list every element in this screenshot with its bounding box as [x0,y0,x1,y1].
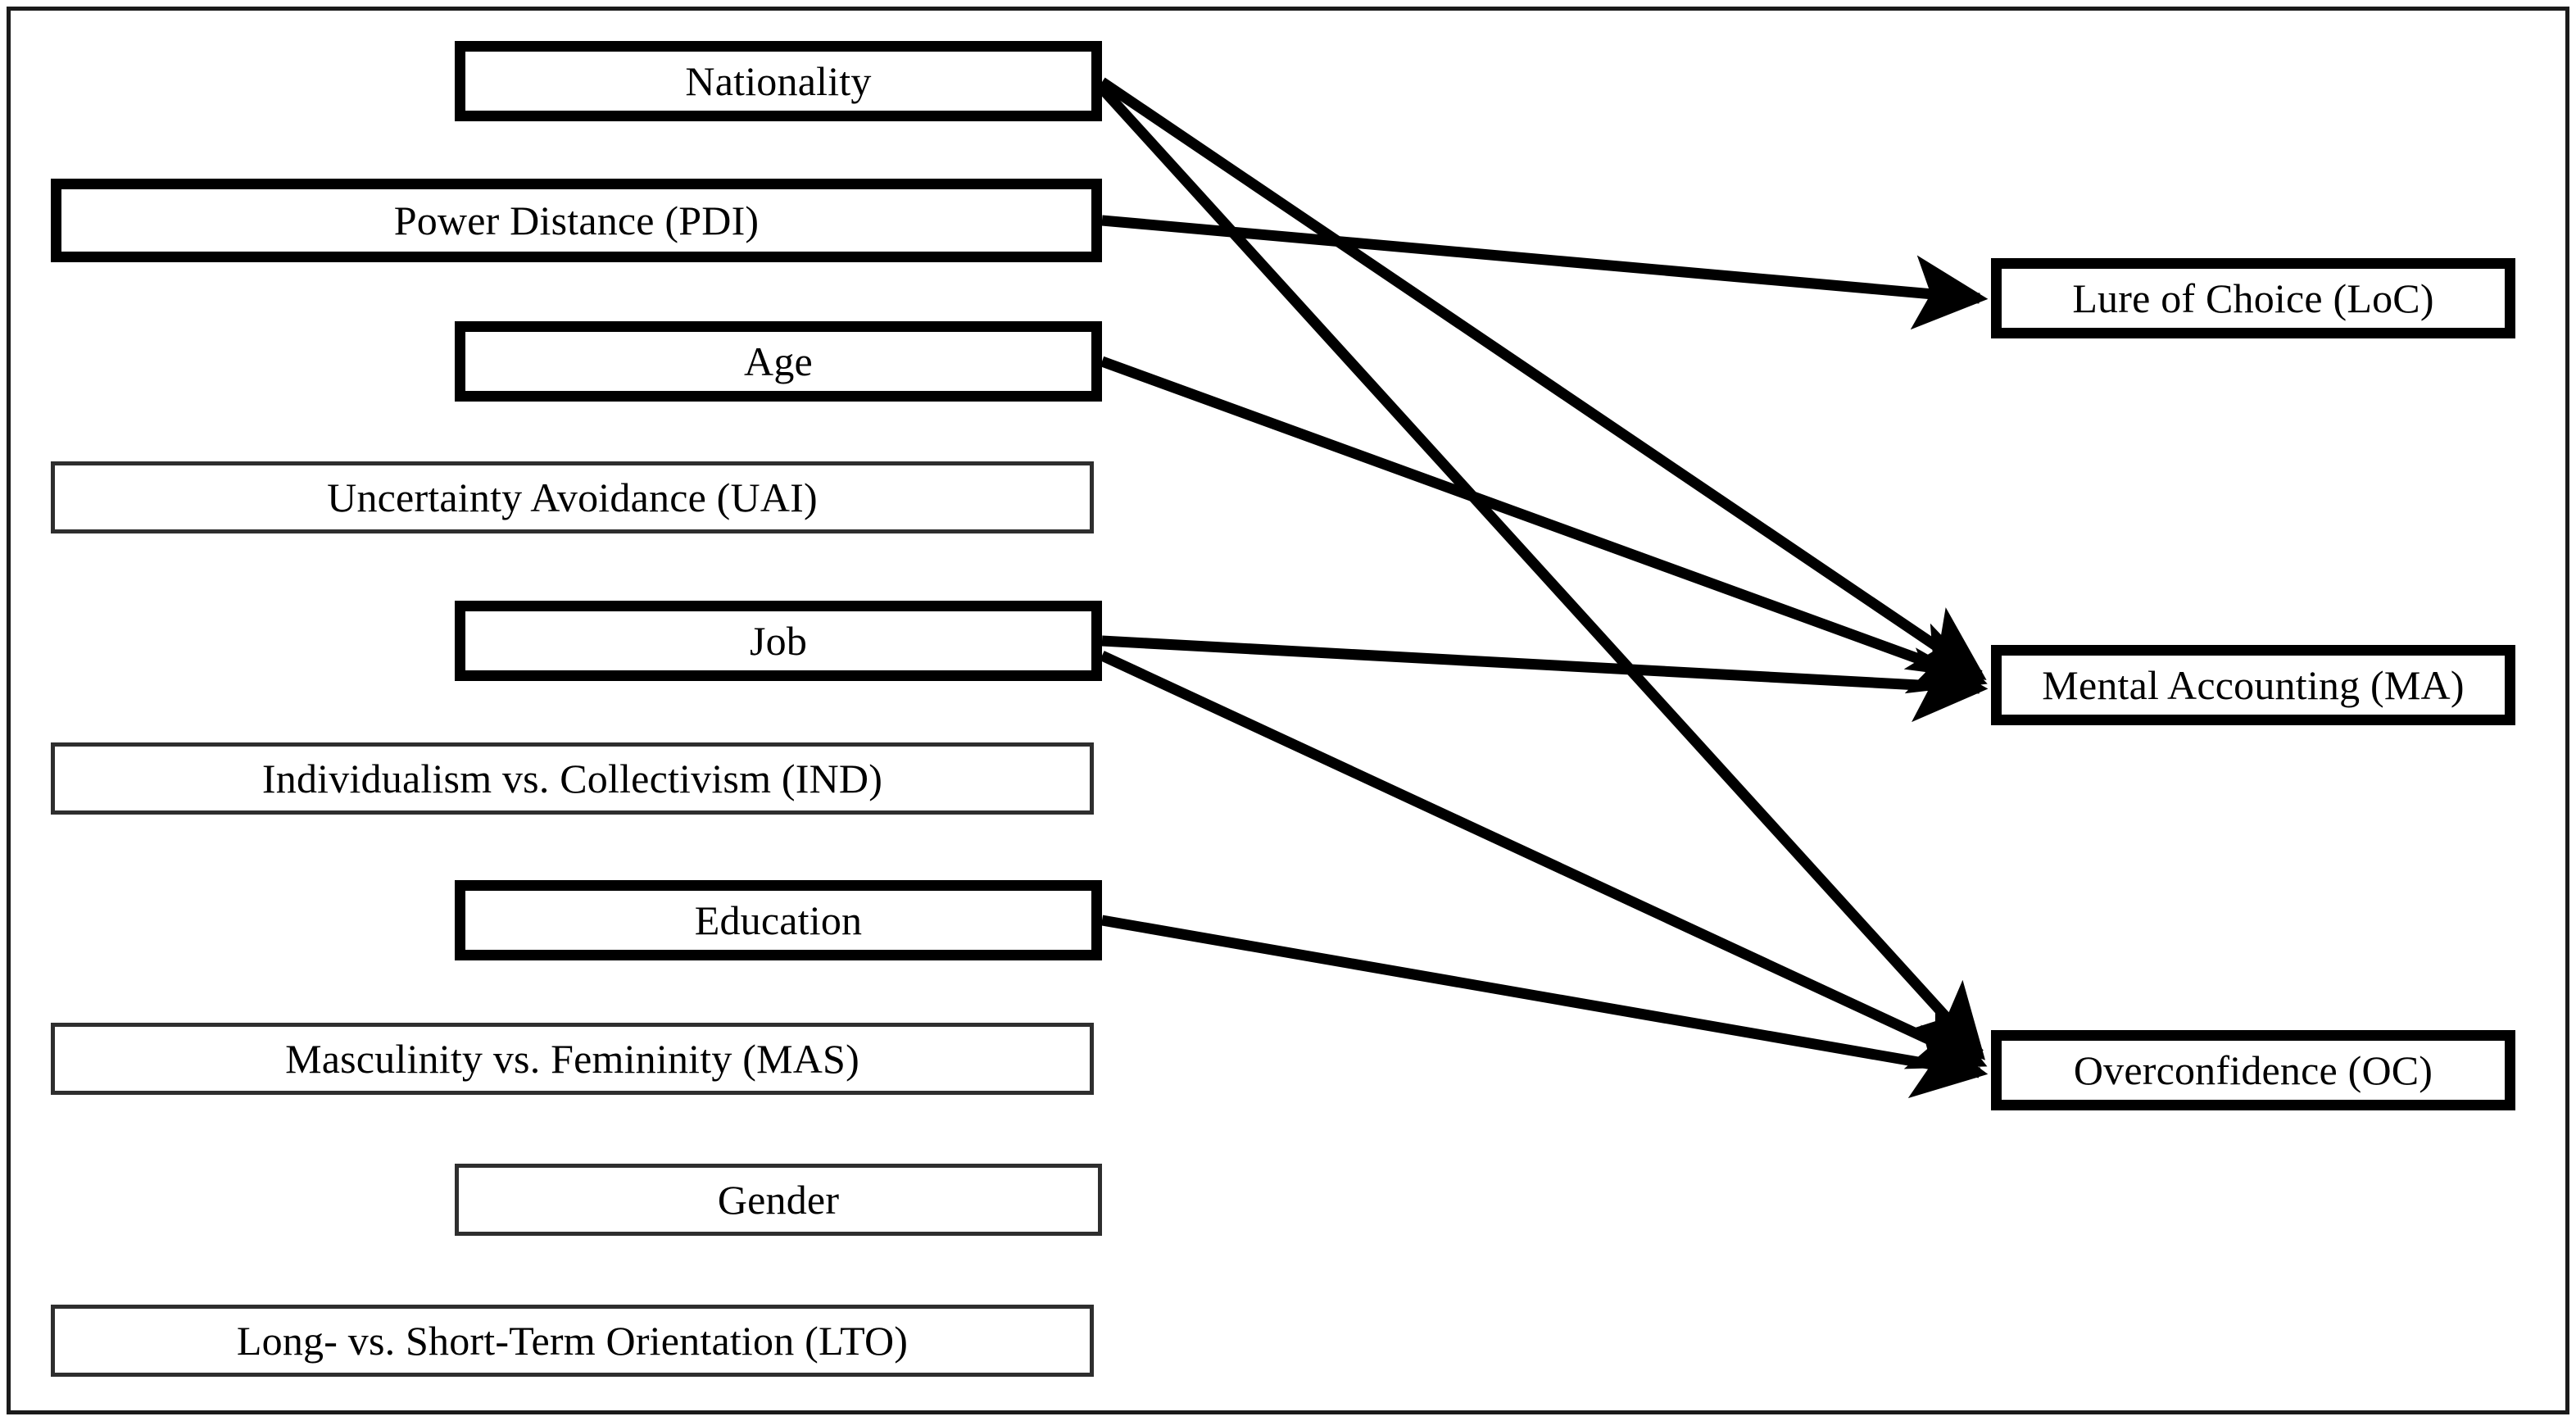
antecedent-label-job: Job [749,617,808,664]
antecedent-box-mas[interactable]: Masculinity vs. Femininity (MAS) [51,1023,1094,1095]
arrow-age-ma [1100,356,1988,694]
outcome-box-ma[interactable]: Mental Accounting (MA) [1991,645,2515,725]
antecedent-box-lto[interactable]: Long- vs. Short-Term Orientation (LTO) [51,1305,1094,1377]
antecedent-label-lto: Long- vs. Short-Term Orientation (LTO) [236,1317,909,1364]
antecedent-box-ind[interactable]: Individualism vs. Collectivism (IND) [51,742,1094,815]
outcome-label-ma: Mental Accounting (MA) [2042,661,2465,708]
antecedent-label-pdi: Power Distance (PDI) [393,197,760,243]
antecedent-box-nationality[interactable]: Nationality [455,41,1102,121]
antecedent-box-education[interactable]: Education [455,880,1102,960]
antecedent-box-age[interactable]: Age [455,321,1102,402]
antecedent-label-uai: Uncertainty Avoidance (UAI) [327,474,818,520]
antecedent-box-uai[interactable]: Uncertainty Avoidance (UAI) [51,461,1094,533]
arrow-job-ma [1101,635,1989,723]
arrow-nationality-oc [1098,84,1985,1060]
antecedent-label-mas: Masculinity vs. Femininity (MAS) [285,1035,859,1082]
antecedent-label-gender: Gender [717,1176,840,1223]
antecedent-box-pdi[interactable]: Power Distance (PDI) [51,179,1102,262]
antecedent-label-ind: Individualism vs. Collectivism (IND) [261,755,883,801]
antecedent-box-job[interactable]: Job [455,601,1102,681]
outcome-label-loc: Lure of Choice (LoC) [2072,275,2434,321]
antecedent-label-age: Age [744,338,813,384]
antecedent-box-gender[interactable]: Gender [455,1164,1102,1236]
antecedent-label-nationality: Nationality [685,57,872,104]
arrow-job-oc [1100,651,1988,1069]
arrow-education-oc [1100,915,1989,1099]
outcome-label-oc: Overconfidence (OC) [2073,1046,2433,1093]
arrow-pdi-loc [1101,215,1989,330]
outcome-box-oc[interactable]: Overconfidence (OC) [1991,1030,2515,1110]
arrow-nationality-ma [1099,77,1987,680]
antecedent-label-education: Education [694,897,863,943]
outcome-box-loc[interactable]: Lure of Choice (LoC) [1991,258,2515,338]
